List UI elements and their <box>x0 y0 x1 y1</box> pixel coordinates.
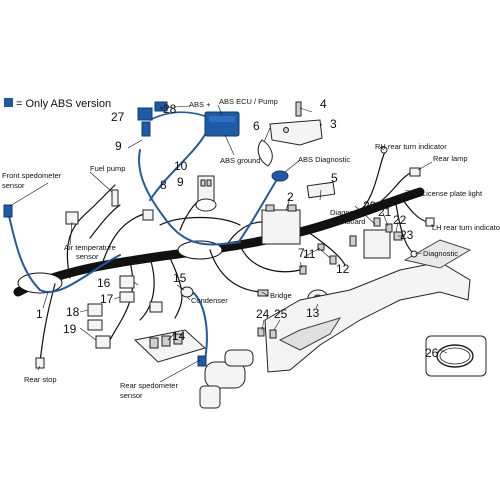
ref-24: 24 <box>256 307 270 321</box>
ref-14: 14 <box>172 329 186 343</box>
ref-7: 7 <box>298 246 305 260</box>
label-abs-ground: ABS ground <box>220 156 260 165</box>
clamp-detail <box>425 335 487 377</box>
label-lh-rear-turn: LH rear turn indicator <box>432 223 500 232</box>
abs-wires <box>7 111 279 361</box>
ref-19: 19 <box>63 322 77 336</box>
label-rear-lamp: Rear lamp <box>433 154 468 163</box>
ref-18: 18 <box>66 305 80 319</box>
ref-23: 23 <box>400 228 414 242</box>
ref-22: 22 <box>393 213 407 227</box>
ref-16: 16 <box>97 276 111 290</box>
bolt <box>295 101 302 117</box>
ref-21: 21 <box>378 205 392 219</box>
ref-10: 10 <box>174 159 188 173</box>
label-bridge: Bridge <box>270 291 292 300</box>
label-front-speedo-1: Front spedometer <box>2 171 62 180</box>
legend-text: = Only ABS version <box>16 98 111 110</box>
label-abs-ecu: ABS ECU / Pump <box>219 97 278 106</box>
label-abs-diagnostic: ABS Diagnostic <box>298 155 350 164</box>
label-diagnostic: Diagnostic <box>423 249 458 258</box>
label-air-temp-2: sensor <box>76 252 99 261</box>
abs-legend-swatch <box>4 98 13 107</box>
ref-20: 20 <box>363 199 377 213</box>
label-rear-speedo-1: Rear spedometer <box>120 381 178 390</box>
ref-8: 8 <box>160 178 167 192</box>
rear-subframe <box>264 239 472 373</box>
abs-relay-connector <box>137 101 168 137</box>
ref-9b: 9 <box>177 175 184 189</box>
label-condenser: Condenser <box>191 296 228 305</box>
ref-11: 11 <box>303 247 316 261</box>
label-air-temp-1: Air temperature <box>64 243 116 252</box>
fuse-holder <box>195 175 217 212</box>
bracket <box>269 119 323 146</box>
relays <box>87 275 163 349</box>
ref-3: 3 <box>330 117 337 131</box>
labels: ABS + ABS ECU / Pump ABS ground ABS Diag… <box>2 97 500 400</box>
leader-lines <box>9 104 448 383</box>
label-rear-stop: Rear stop <box>24 375 57 384</box>
fuse-box <box>133 329 206 363</box>
label-abs-plus: ABS + <box>189 100 211 109</box>
ref-4: 4 <box>320 97 327 111</box>
ref-5: 5 <box>331 171 338 185</box>
ref-12: 12 <box>336 262 350 276</box>
reference-numbers: 1 2 3 4 5 6 7 8 9 9 10 11 12 13 14 15 16… <box>36 97 439 360</box>
abs-diagnostic-connector <box>271 170 289 182</box>
legend: = Only ABS version <box>4 98 111 110</box>
ref-13: 13 <box>306 306 320 320</box>
label-diag-dash-1: Diagnostic <box>330 208 365 217</box>
abs-ecu-pump <box>204 111 240 137</box>
ref-28: 28 <box>163 102 177 116</box>
label-fuel-pump: Fuel pump <box>90 164 125 173</box>
ref-6: 6 <box>253 119 260 133</box>
harness-sleeve <box>17 272 63 294</box>
ref-9a: 9 <box>115 139 122 153</box>
ref-2: 2 <box>287 190 294 204</box>
ref-1: 1 <box>36 307 43 321</box>
label-diag-dash-2: dashboard <box>330 217 365 226</box>
ref-15: 15 <box>173 271 187 285</box>
ref-27: 27 <box>111 110 125 124</box>
starter-motor <box>199 349 254 409</box>
label-front-speedo-2: sensor <box>2 181 25 190</box>
ref-25: 25 <box>274 307 288 321</box>
strap <box>257 139 273 167</box>
label-rh-rear-turn: RH rear turn indicator <box>375 142 447 151</box>
label-license-plate: License plate light <box>422 189 483 198</box>
battery <box>261 204 301 245</box>
ref-26: 26 <box>425 346 439 360</box>
diode-connector <box>317 235 357 265</box>
label-rear-speedo-2: sensor <box>120 391 143 400</box>
ref-17: 17 <box>100 292 114 306</box>
